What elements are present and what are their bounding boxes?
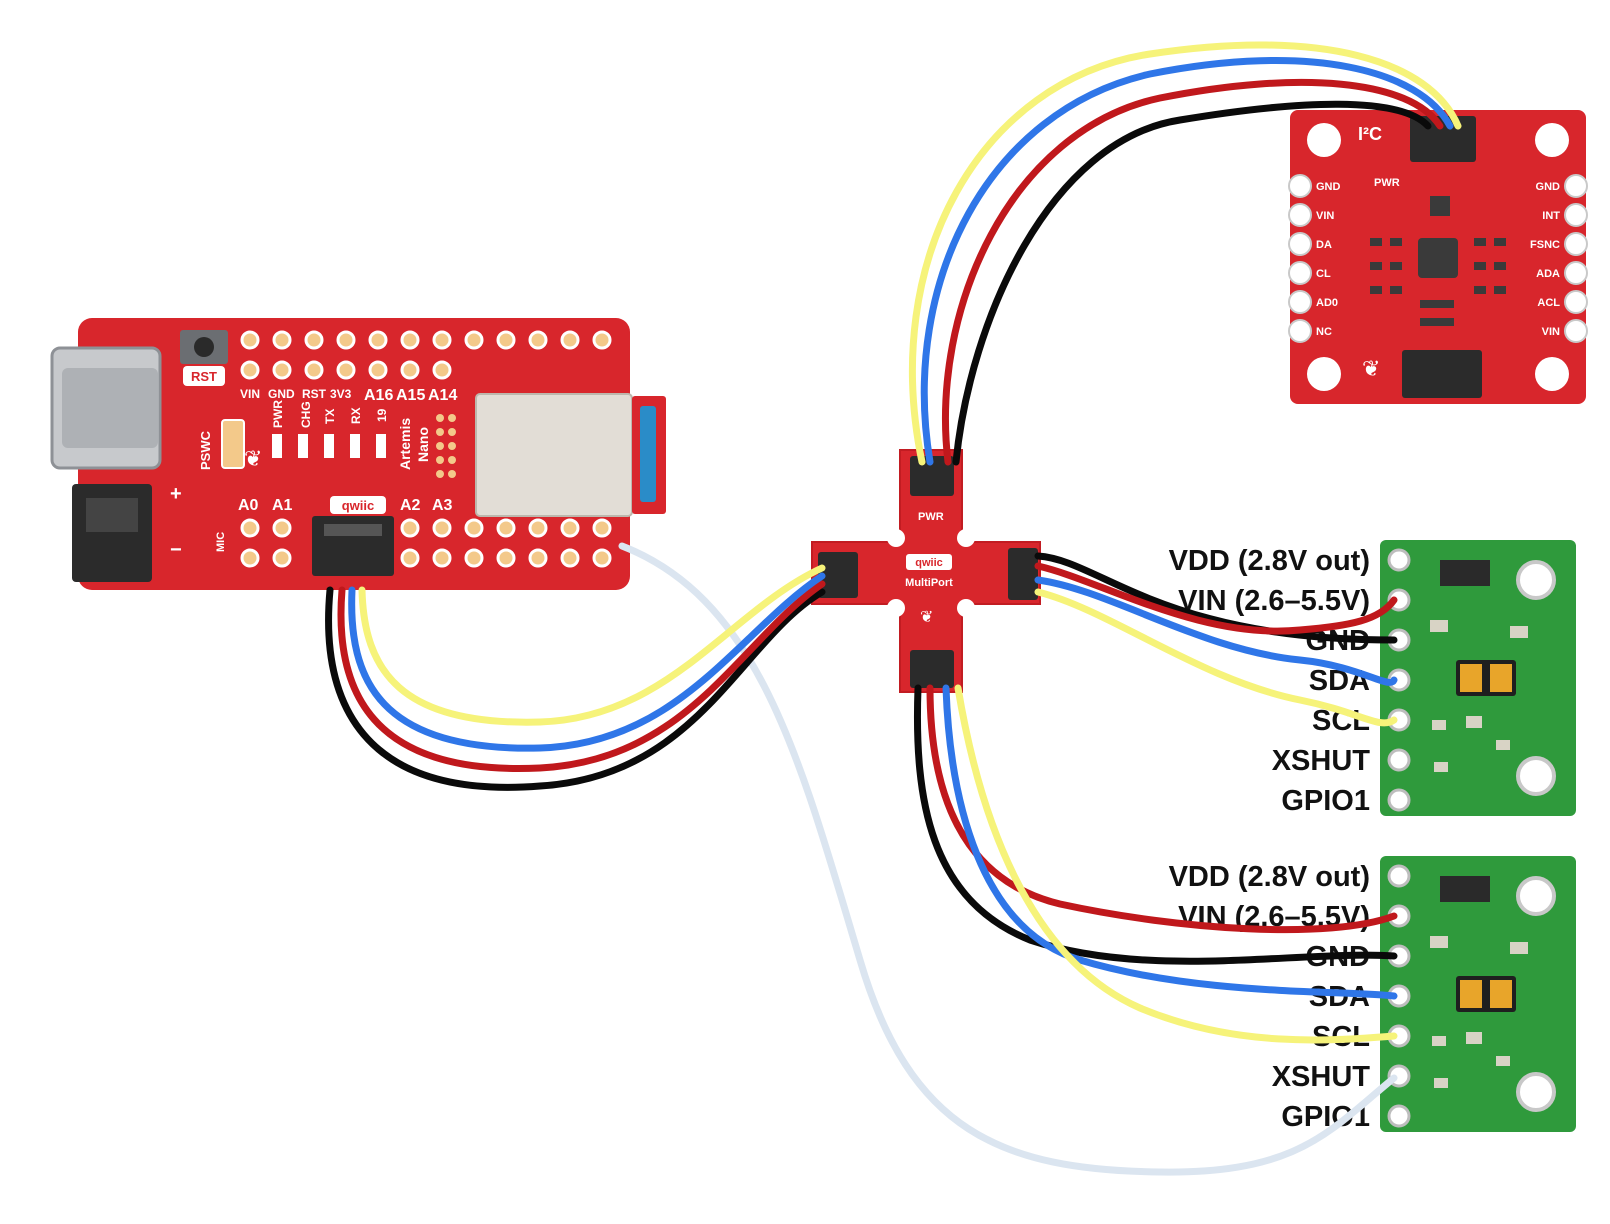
artemis-to-multiport-yellow	[358, 564, 826, 726]
tof-top-pin-labels: VDD (2.8V out) VIN (2.6–5.5V) GND SDA SC…	[1169, 545, 1371, 817]
imu-left-pin-label: CL	[1316, 268, 1331, 280]
rx-led-label: RX	[349, 407, 363, 424]
multiport-connector-top	[910, 456, 954, 496]
imu-chip	[1418, 238, 1458, 278]
tof-sensor-top: VDD (2.8V out) VIN (2.6–5.5V) GND SDA SC…	[1169, 540, 1576, 817]
imu-right-pin-label: FSNC	[1530, 239, 1560, 251]
qwiic-multiport-board: PWR qwiic MultiPort ❦	[811, 449, 1041, 693]
top-header-pads	[240, 330, 612, 380]
minus-label: −	[170, 539, 182, 561]
a15-label: A15	[396, 387, 425, 404]
multiport-name-label: MultiPort	[905, 577, 953, 589]
multiport-to-tof-bottom-blue	[942, 684, 1398, 1000]
artemis-to-multiport-red	[337, 580, 826, 773]
a14-label: A14	[428, 387, 457, 404]
qwiic-label: qwiic	[342, 498, 375, 513]
imu-i2c-label: I²C	[1358, 124, 1382, 144]
tof-top-pin-label: GPIO1	[1281, 785, 1370, 817]
imu-right-pins: GND INT FSNC ADA ACL VIN	[1530, 174, 1588, 343]
plus-label: +	[170, 483, 182, 505]
tof-bottom-pin-label: VDD (2.8V out)	[1169, 861, 1370, 893]
multiport-connector-right	[1008, 548, 1038, 600]
imu-right-pin-label: ADA	[1536, 268, 1560, 280]
multiport-to-tof-bottom-red	[926, 684, 1398, 934]
artemis-to-multiport-blue	[348, 572, 826, 752]
status-leds: PWR CHG TX RX 19	[271, 400, 389, 458]
tof-top-pin-label: VDD (2.8V out)	[1169, 545, 1370, 577]
multiport-to-imu-blue	[920, 57, 1454, 466]
interrupt-wire	[618, 542, 1398, 1176]
multiport-to-tof-top-black	[1034, 552, 1398, 644]
imu-left-pin-label: DA	[1316, 239, 1332, 251]
rst-label: RST	[191, 369, 217, 384]
pad-grid	[436, 414, 456, 478]
vin-label: VIN	[240, 387, 260, 401]
multiport-flame-icon: ❦	[920, 609, 933, 626]
imu-right-pin-label: INT	[1542, 210, 1560, 222]
flame-icon: ❦	[244, 446, 262, 471]
tof-top-pin-label: XSHUT	[1272, 745, 1371, 777]
imu-smd-parts	[1370, 196, 1506, 326]
pwr-led-label: PWR	[271, 400, 285, 428]
multiport-qwiic-label: qwiic	[915, 557, 943, 569]
imu-right-pin-label: VIN	[1542, 326, 1560, 338]
v33-label: 3V3	[330, 387, 352, 401]
tx-led-label: TX	[323, 409, 337, 424]
pin19-label: 19	[375, 408, 389, 422]
tof-top-pin-label: VIN (2.6–5.5V)	[1178, 585, 1370, 617]
multiport-to-tof-top-yellow	[1034, 588, 1398, 727]
gnd-label: GND	[268, 387, 295, 401]
multiport-to-imu-red	[942, 78, 1444, 466]
chg-led-label: CHG	[299, 401, 313, 428]
multiport-connector-left	[818, 552, 858, 598]
multiport-to-tof-bottom-yellow	[954, 684, 1398, 1044]
rst-pin-label: RST	[302, 387, 327, 401]
wires	[325, 41, 1462, 1176]
mic-label: MIC	[215, 532, 227, 552]
imu-left-pin-label: VIN	[1316, 210, 1334, 222]
tof-bottom-pin-labels: VDD (2.8V out) VIN (2.6–5.5V) GND SDA SC…	[1169, 861, 1371, 1133]
imu-qwiic-connector-bottom	[1402, 350, 1482, 398]
multiport-connector-bottom	[910, 650, 954, 688]
imu-left-pin-label: NC	[1316, 326, 1332, 338]
imu-pwr-label: PWR	[1374, 177, 1400, 189]
artemis-name-label: Artemis	[397, 418, 413, 470]
multiport-to-tof-bottom-black	[913, 684, 1398, 965]
imu-left-pin-label: AD0	[1316, 297, 1338, 309]
a2-label: A2	[400, 497, 421, 514]
imu-right-pin-label: GND	[1536, 181, 1561, 193]
imu-right-pin-label: ACL	[1537, 297, 1560, 309]
imu-left-pin-label: GND	[1316, 181, 1341, 193]
imu-flame-icon: ❦	[1362, 356, 1380, 381]
artemis-nano-board: RST VIN GND RST 3V3 A16 A15 A14 PWR CHG …	[50, 318, 666, 590]
imu-left-pins: GND VIN DA CL AD0 NC	[1288, 174, 1341, 343]
nano-name-label: Nano	[415, 427, 431, 462]
multiport-pwr-label: PWR	[918, 511, 944, 523]
a0-label: A0	[238, 497, 259, 514]
artemis-module	[475, 393, 633, 517]
multiport-to-tof-top-blue	[1034, 576, 1398, 686]
multiport-to-imu-black	[952, 100, 1432, 466]
a1-label: A1	[272, 497, 293, 514]
multiport-to-tof-top-red	[1034, 562, 1398, 635]
a16-label: A16	[364, 387, 393, 404]
tof-bottom-pin-holes	[1387, 864, 1411, 1128]
imu-board: I²C PWR ❦ GND VIN DA CL AD0	[1288, 110, 1588, 404]
multiport-to-imu-yellow	[908, 41, 1462, 466]
artemis-to-multiport-black	[325, 586, 826, 791]
a3-label: A3	[432, 497, 453, 514]
bottom-header-pads	[240, 518, 612, 568]
tof-bottom-pin-label: XSHUT	[1272, 1061, 1371, 1093]
pswc-label: PSWC	[198, 430, 213, 470]
